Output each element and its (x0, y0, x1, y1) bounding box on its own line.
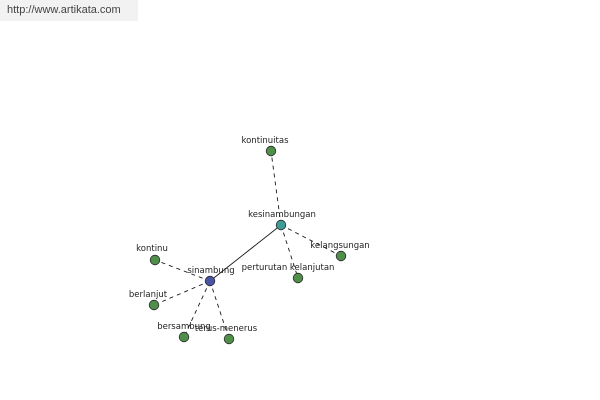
node-perturutan-kelanjutan[interactable] (292, 272, 304, 284)
nodes-layer (148, 145, 347, 345)
edge-kesinambungan-perturutan-kelanjutan (280, 224, 299, 279)
edge-kesinambungan-sinambung (209, 224, 282, 282)
node-label-terus-menerus[interactable]: terus-menerus (195, 324, 258, 334)
node-label-kelangsungan[interactable]: kelangsungan (310, 241, 369, 251)
edge-sinambung-kontinu (154, 259, 211, 282)
node-kontinu[interactable] (149, 254, 161, 266)
edges-layer (153, 150, 342, 340)
node-terus-menerus[interactable] (223, 333, 235, 345)
node-kontinuitas[interactable] (265, 145, 277, 157)
node-label-kontinuitas[interactable]: kontinuitas (241, 136, 289, 146)
node-kelangsungan[interactable] (335, 250, 347, 262)
watermark-bar: http://www.artikata.com (0, 0, 138, 21)
node-bersambung[interactable] (178, 331, 190, 343)
node-berlanjut[interactable] (148, 299, 160, 311)
edge-sinambung-terus-menerus (209, 280, 230, 340)
source-url: http://www.artikata.com (7, 4, 121, 16)
edge-kesinambungan-kelangsungan (280, 224, 342, 257)
node-label-kesinambungan[interactable]: kesinambungan (248, 210, 316, 220)
labels-layer: kontinuitas kesinambungan kelangsungan pert… (129, 136, 370, 334)
edge-sinambung-berlanjut (153, 280, 211, 306)
node-label-kontinu[interactable]: kontinu (136, 244, 168, 254)
node-label-sinambung[interactable]: sinambung (187, 266, 234, 276)
node-sinambung[interactable] (204, 275, 216, 287)
node-label-bersambung[interactable]: bersambung (157, 322, 211, 332)
edge-sinambung-bersambung (183, 280, 211, 338)
node-kesinambungan[interactable] (275, 219, 287, 231)
node-label-perturutan-kelanjutan[interactable]: perturutan kelanjutan (242, 263, 335, 273)
node-label-berlanjut[interactable]: berlanjut (129, 290, 168, 300)
